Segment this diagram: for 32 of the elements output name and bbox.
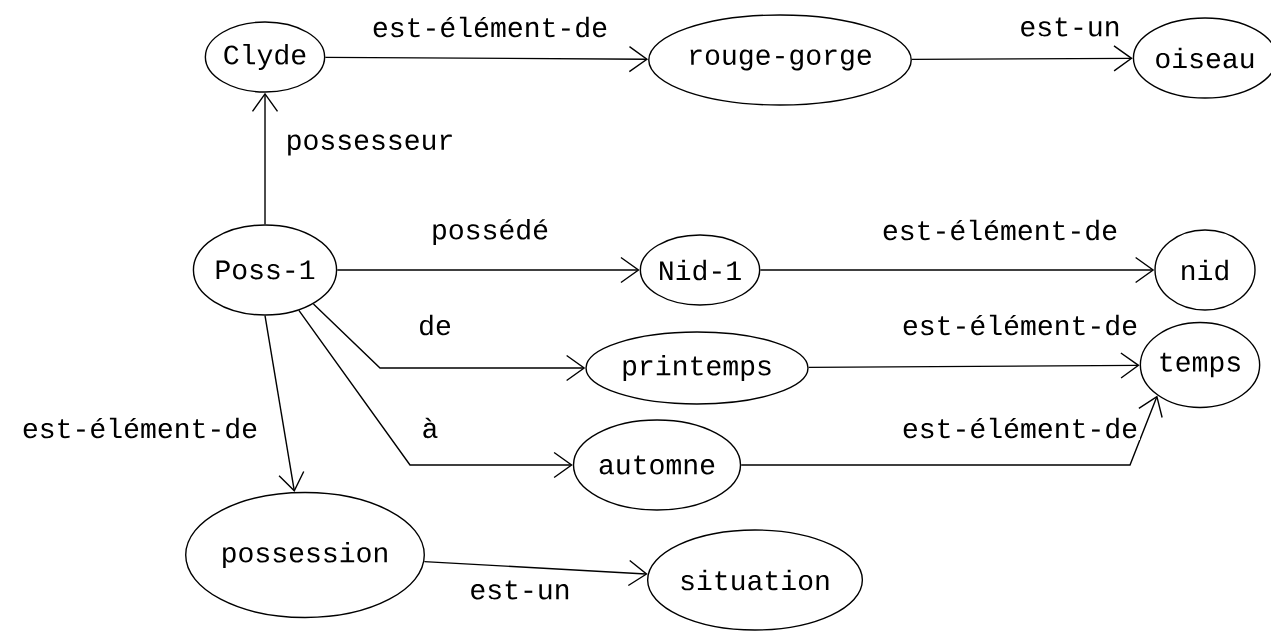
- arrow: [312, 303, 586, 382]
- arrow: [324, 45, 649, 73]
- edge-label: est-élément-de: [900, 415, 1140, 441]
- arrow: [423, 559, 648, 587]
- ellipse-node: possession: [185, 491, 425, 619]
- edge-label: est-élément-de: [880, 217, 1120, 243]
- ellipse-node: nid: [1154, 229, 1256, 311]
- edge-label: possédé: [429, 217, 551, 247]
- ellipse-node: Poss-1: [192, 224, 338, 316]
- edge-label: à: [419, 416, 441, 440]
- arrow: [264, 315, 305, 493]
- edge-label: possesseur: [283, 132, 457, 158]
- edge-label: de: [416, 312, 454, 338]
- ellipse-node: temps: [1139, 321, 1261, 409]
- arrow: [807, 352, 1140, 379]
- ellipse-node: rouge-gorge: [648, 14, 912, 106]
- edge-label: est-un: [467, 578, 573, 602]
- edge-label: est-élément-de: [370, 14, 610, 40]
- edge-label: est-un: [1017, 15, 1123, 39]
- arrow: [336, 256, 640, 284]
- edge-label: est-élément-de: [20, 415, 260, 441]
- edge-label: est-élément-de: [900, 312, 1140, 338]
- arrow: [911, 45, 1133, 72]
- ellipse-node: printemps: [585, 331, 809, 405]
- arrow: [251, 92, 279, 225]
- ellipse-node: Clyde: [204, 21, 326, 93]
- ellipse-node: situation: [646, 529, 864, 631]
- arrow: [759, 256, 1155, 284]
- ellipse-node: automne: [572, 419, 742, 511]
- arrow: [740, 395, 1163, 466]
- ellipse-node: Nid-1: [639, 234, 761, 306]
- arrow: [298, 309, 573, 479]
